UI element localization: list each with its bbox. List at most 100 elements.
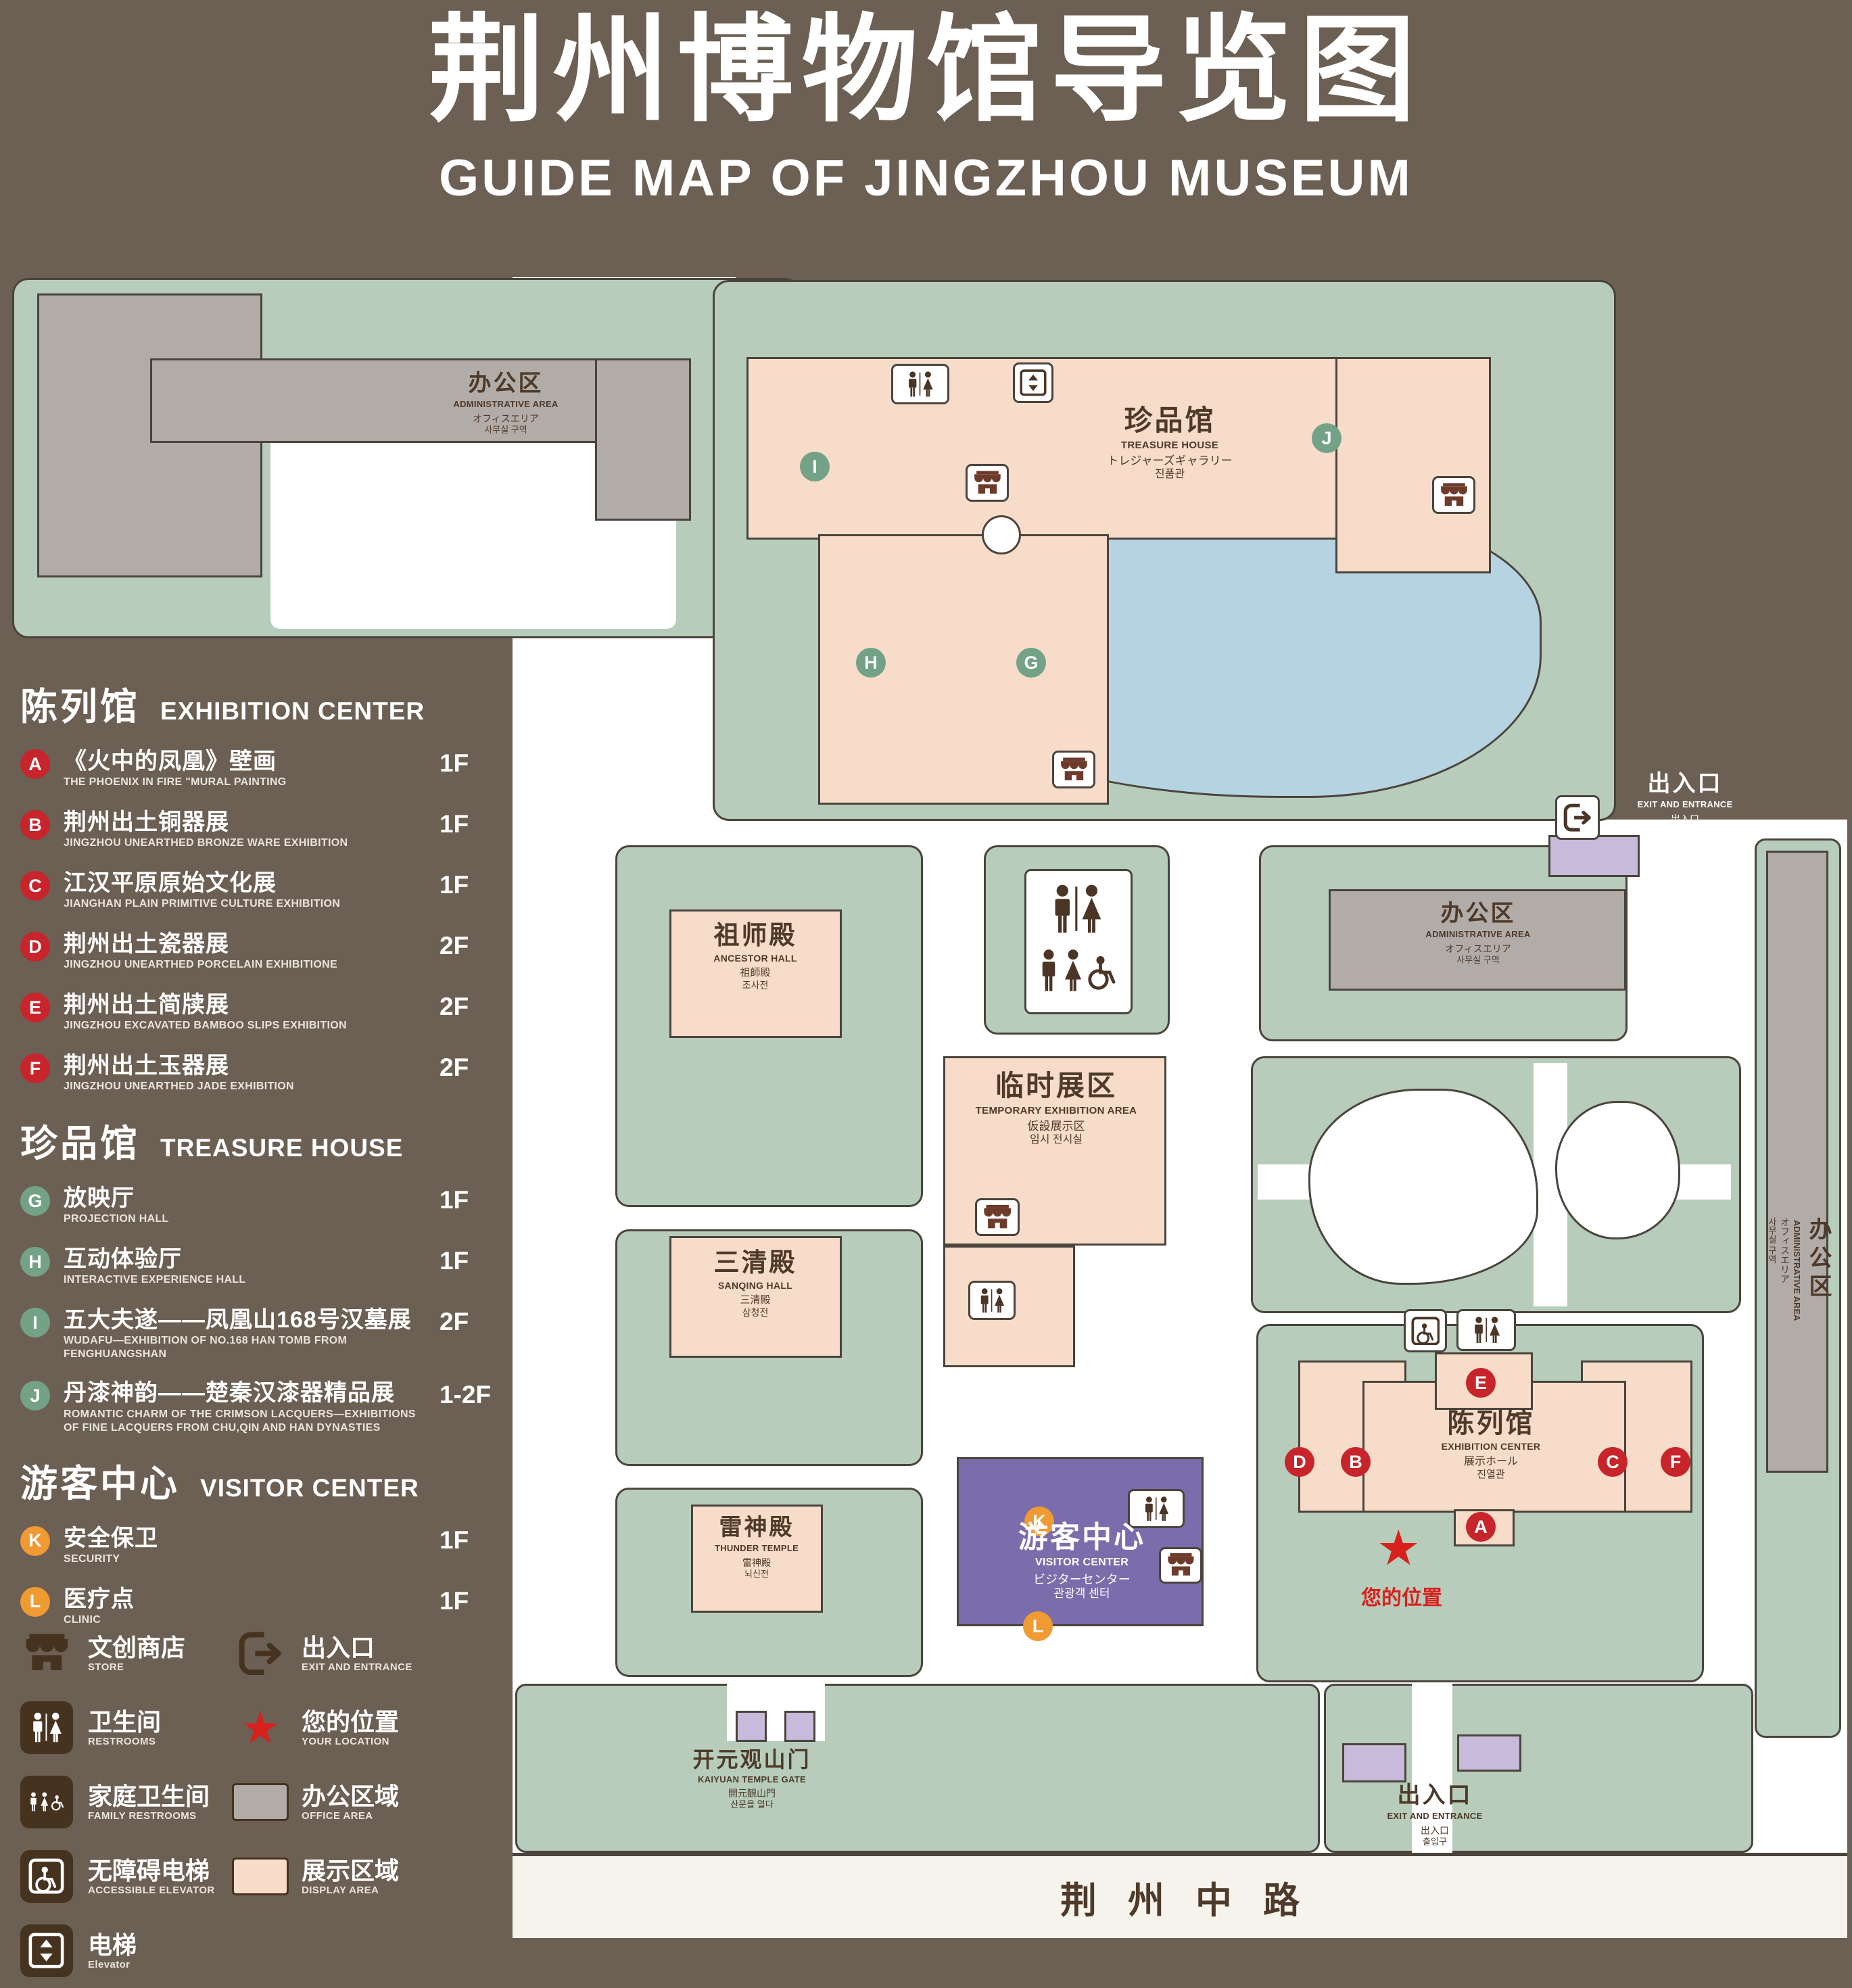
accessible-elevator-icon xyxy=(20,1850,73,1903)
symbol-subtitle: ACCESSIBLE ELEVATOR xyxy=(88,1885,215,1897)
legend-marker: F xyxy=(20,1054,50,1083)
legend-item-floor: 2F xyxy=(440,993,469,1020)
legend-item-subtitle: JINGZHOU UNEARTHED JADE EXHIBITION xyxy=(64,1081,294,1093)
map-marker-E: E xyxy=(1466,1368,1496,1398)
map-marker-A: A xyxy=(1466,1512,1496,1542)
legend-item-floor: 2F xyxy=(440,1054,469,1081)
legend-item-title: 安全保卫 xyxy=(64,1525,158,1551)
legend-item-subtitle: PROJECTION HALL xyxy=(64,1213,169,1225)
exit-icon xyxy=(234,1627,287,1680)
admin-right-label-en: ADMINISTRATIVE AREA xyxy=(1792,1220,1802,1321)
symbol-subtitle: OFFICE AREA xyxy=(302,1810,373,1822)
gate-pillar-right xyxy=(784,1711,815,1742)
map-marker-C: C xyxy=(1598,1447,1628,1477)
admin-nw-building-c xyxy=(595,358,691,521)
legend-marker: J xyxy=(20,1381,50,1411)
map-store-icon-visitor xyxy=(1159,1547,1202,1584)
map-store-icon-temporary xyxy=(975,1198,1020,1236)
map-elevator-icon-treasure xyxy=(1013,362,1053,403)
elevator-icon xyxy=(20,1924,73,1977)
legend-marker: A xyxy=(20,749,50,779)
legend-marker: E xyxy=(20,993,50,1022)
admin-mid-building xyxy=(1329,889,1626,991)
symbol-subtitle: STORE xyxy=(88,1661,124,1674)
lawn-bottom-left xyxy=(515,1684,1320,1853)
road-label: 荆州中路 xyxy=(1060,1880,1331,1921)
office-swatch xyxy=(232,1783,289,1821)
exit-bottom-building-b xyxy=(1457,1734,1521,1772)
your-location-label: 您的位置 xyxy=(1361,1587,1442,1609)
treasure-house-building-east xyxy=(1335,357,1491,573)
map-store-icon-treasure-3 xyxy=(1052,751,1095,788)
restroom-building xyxy=(1024,869,1133,1014)
thunder-temple-building xyxy=(691,1505,823,1613)
symbol-title: 出入口 xyxy=(302,1633,375,1661)
legend-marker: H xyxy=(20,1247,50,1277)
garden-plaza-large xyxy=(1308,1089,1538,1285)
location-star-icon: ★ xyxy=(240,1703,281,1753)
map-restroom-icon-temporary xyxy=(968,1281,1016,1320)
map-store-icon-treasure-1 xyxy=(966,464,1009,502)
legend-item-floor: 1F xyxy=(440,749,469,777)
symbol-title: 办公区域 xyxy=(302,1782,400,1810)
legend-marker: I xyxy=(20,1308,50,1338)
admin-right-label-ko: 사무실 구역 xyxy=(1767,1217,1777,1264)
map-marker-B: B xyxy=(1341,1447,1371,1477)
store-icon xyxy=(20,1627,73,1680)
legend-item-floor: 1-2F xyxy=(440,1381,492,1409)
display-swatch xyxy=(232,1857,289,1895)
legend-item-floor: 2F xyxy=(440,1308,469,1335)
map-restroom-icon-visitor xyxy=(1128,1489,1185,1528)
admin-right-building xyxy=(1766,851,1828,1473)
symbol-subtitle: YOUR LOCATION xyxy=(302,1736,389,1748)
page-title: 荆州博物馆导览图 xyxy=(428,5,1424,135)
map-restroom-icon-exhibition xyxy=(1456,1309,1516,1351)
map-restroom-icon-treasure xyxy=(891,364,949,404)
legend-item-title: 丹漆神韵——楚秦汉漆器精品展 xyxy=(64,1380,395,1406)
exit-top-building xyxy=(1548,835,1640,877)
temporary-exhibition-building-a xyxy=(943,1056,1166,1246)
legend-item-floor: 1F xyxy=(440,1186,469,1214)
page-subtitle: GUIDE MAP OF JINGZHOU MUSEUM xyxy=(439,149,1413,207)
legend-item-title: 五大夫遂——凤凰山168号汉墓展 xyxy=(64,1307,412,1333)
legend-item-title: 荆州出土铜器展 xyxy=(64,809,229,835)
symbol-subtitle: RESTROOMS xyxy=(88,1736,156,1748)
admin-right-label-ja: オフィスエリア xyxy=(1780,1217,1790,1283)
legend-item-title: 互动体验厅 xyxy=(64,1246,182,1272)
symbol-subtitle: Elevator xyxy=(88,1959,130,1971)
sanqing-hall-building xyxy=(669,1236,842,1358)
legend-marker: C xyxy=(20,871,50,901)
legend-item-floor: 2F xyxy=(440,932,469,960)
admin-right-label-zh: 办公区 xyxy=(1805,1217,1831,1302)
legend-marker: G xyxy=(20,1186,50,1216)
symbol-subtitle: FAMILY RESTROOMS xyxy=(88,1810,197,1822)
map-exit-icon-top xyxy=(1555,795,1600,840)
legend-item-floor: 1F xyxy=(440,1525,469,1554)
symbol-title: 无障碍电梯 xyxy=(88,1856,210,1885)
map-marker-H: H xyxy=(856,648,886,678)
symbol-title: 展示区域 xyxy=(302,1856,400,1885)
map-restroom-icon-central xyxy=(1039,883,1114,934)
map-store-icon-treasure-2 xyxy=(1432,476,1475,514)
